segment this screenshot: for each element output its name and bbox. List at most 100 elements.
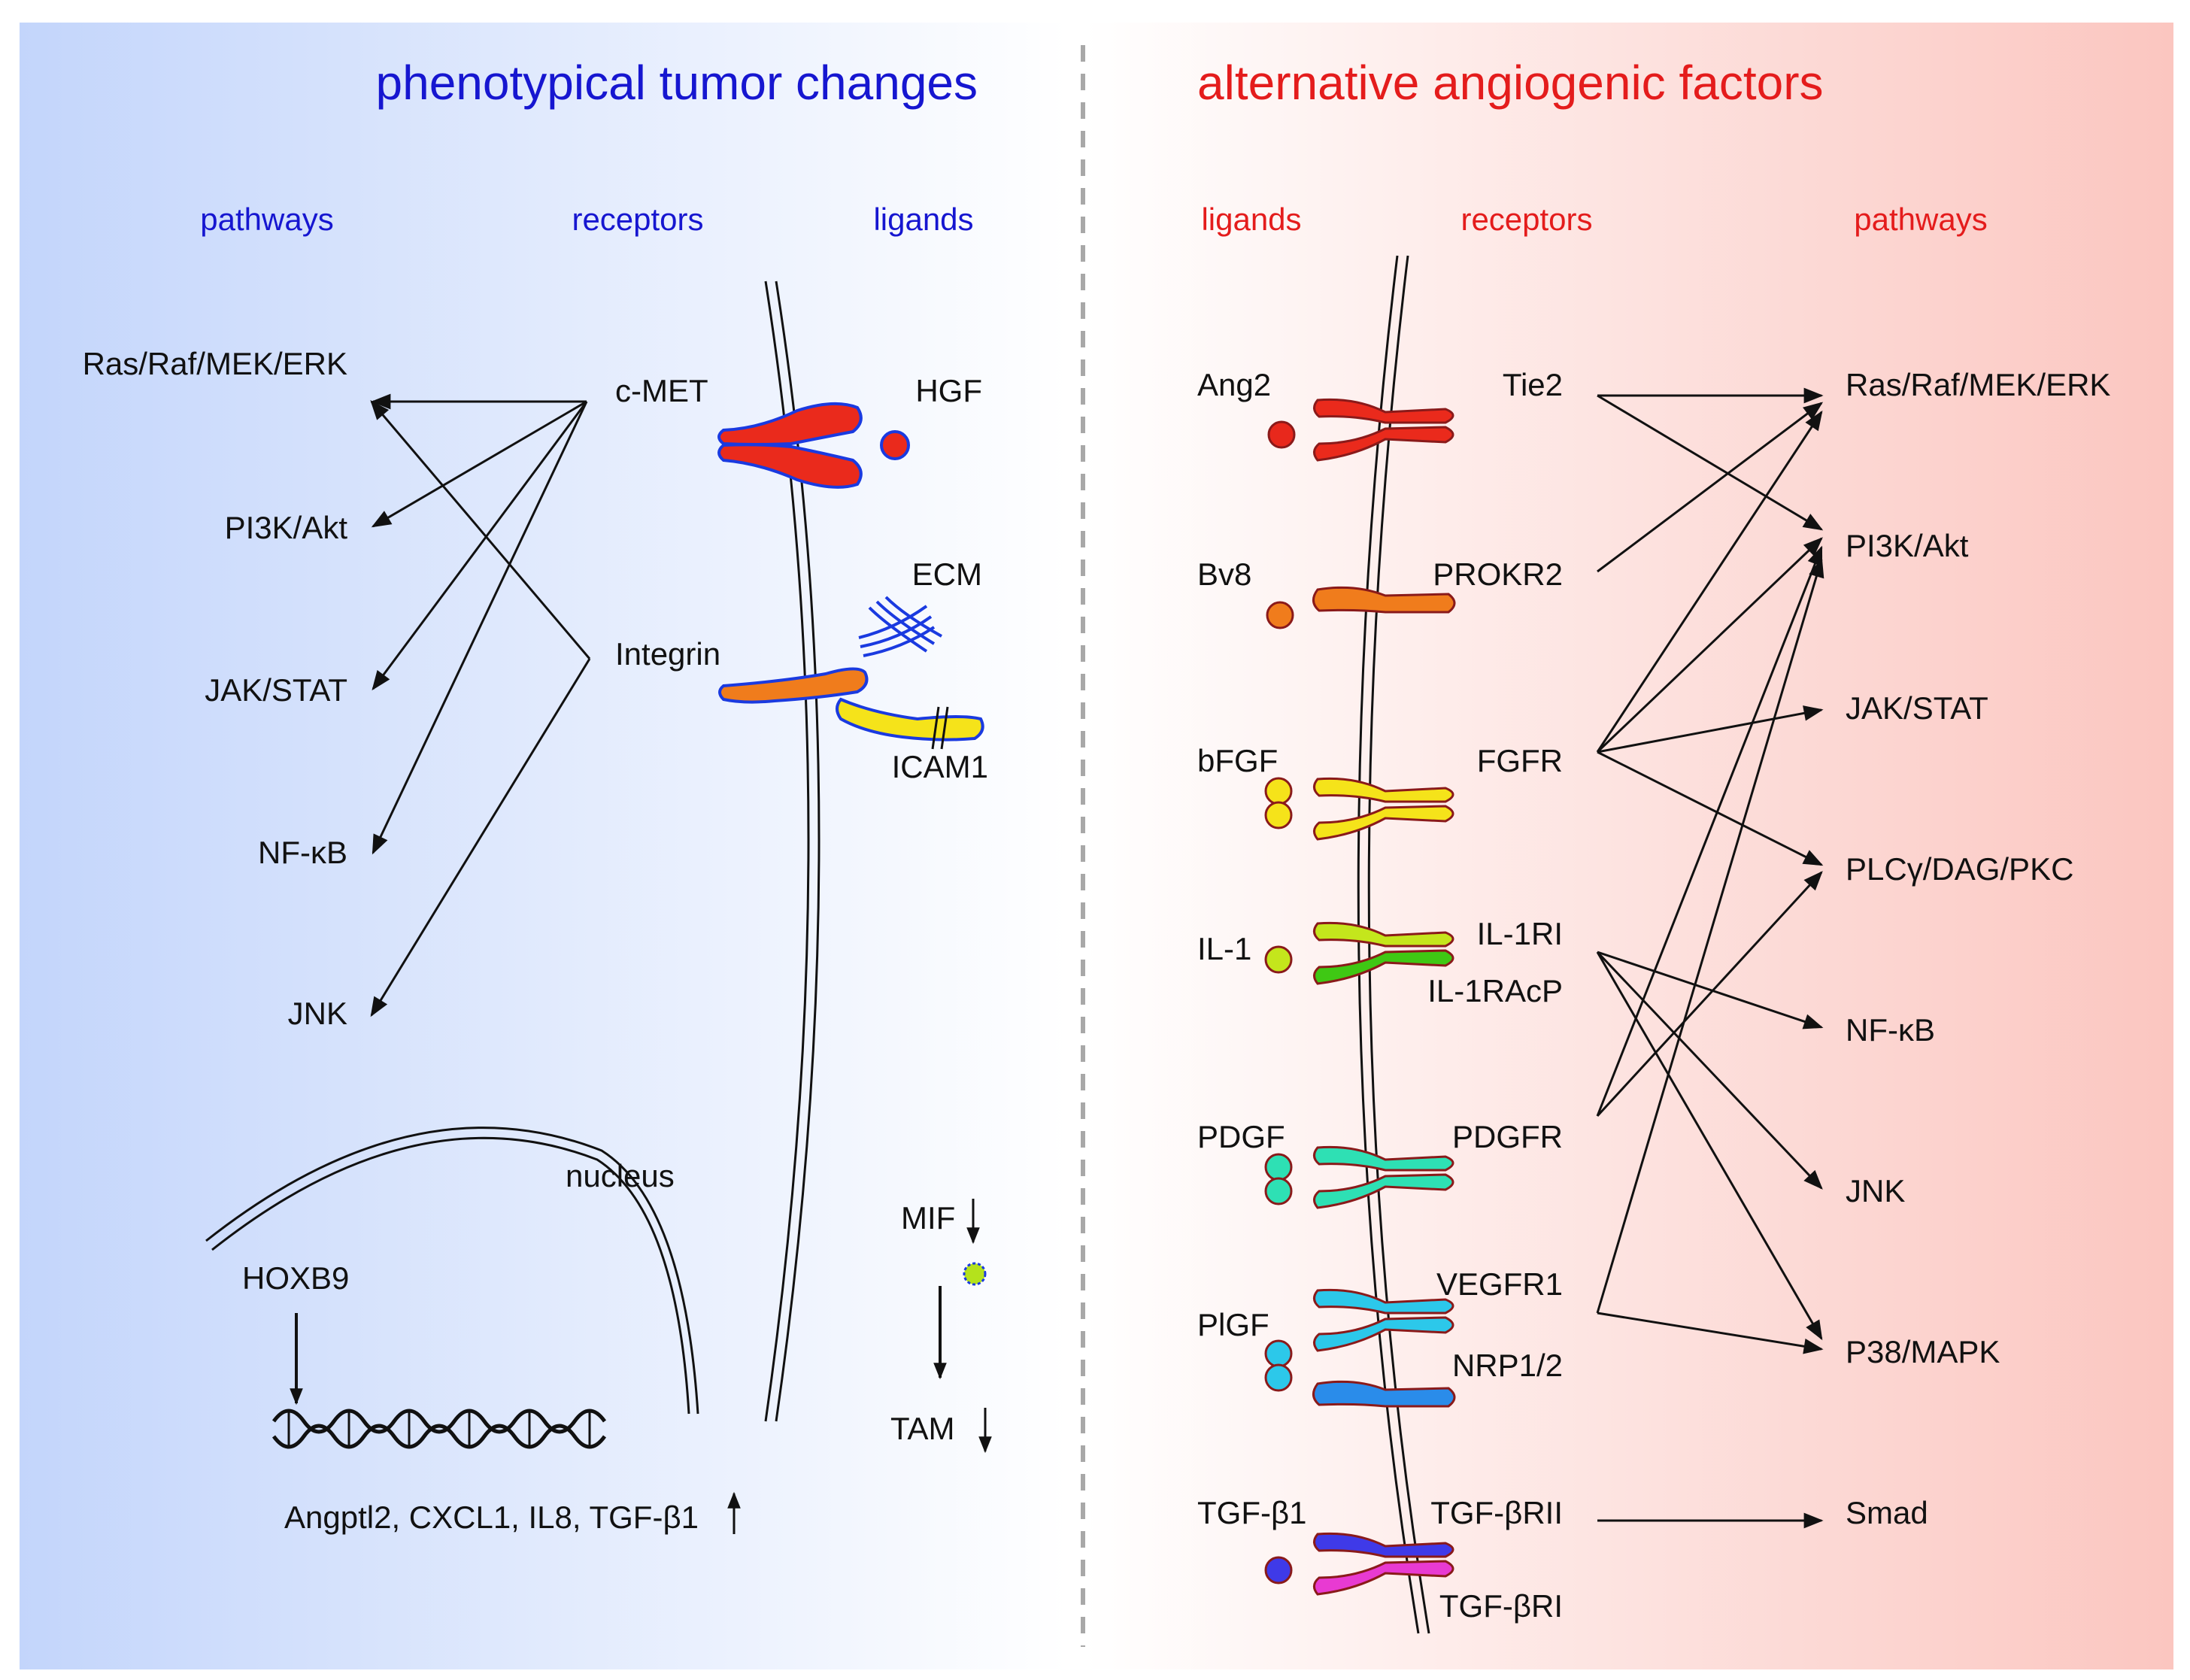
arrow-fgfr-jakstat xyxy=(1597,705,1824,754)
right-header-ligands: ligands xyxy=(1201,202,1301,237)
right-ligand-bv8: Bv8 xyxy=(1197,556,1251,592)
right-panel-bg xyxy=(1084,23,2173,1669)
right-receptor-tgfbri: TGF-βRI xyxy=(1439,1588,1563,1624)
arrow-cmet-pi3k xyxy=(371,400,587,528)
regulation-arrows xyxy=(290,1199,992,1534)
integrin-receptor-icon xyxy=(718,667,869,704)
right-ligand-tgfb1: TGF-β1 xyxy=(1197,1495,1306,1530)
mif-ligand-icon xyxy=(963,1262,987,1286)
left-panel-bg xyxy=(20,23,1068,1669)
arrow-pdgfr-plcg xyxy=(1596,871,1823,1117)
left-header-pathways: pathways xyxy=(200,202,333,237)
nucleus-label: nucleus xyxy=(566,1158,675,1193)
right-receptor-prokr2: PROKR2 xyxy=(1433,556,1563,592)
ecm-fibers-icon xyxy=(858,596,942,657)
left-pathway-ras: Ras/Raf/MEK/ERK xyxy=(83,346,347,381)
left-receptor-integrin: Integrin xyxy=(615,636,720,672)
il1-ligand-icon xyxy=(1264,945,1293,974)
hoxb9-label: HOXB9 xyxy=(242,1260,349,1296)
left-receptor-cmet: c-MET xyxy=(615,373,708,408)
right-ligand-plgf: PlGF xyxy=(1197,1307,1269,1342)
right-receptor-il1ri: IL-1RI xyxy=(1477,916,1563,951)
right-ligand-pdgf: PDGF xyxy=(1197,1119,1285,1154)
right-header-pathways: pathways xyxy=(1854,202,1987,237)
left-pathway-jakstat: JAK/STAT xyxy=(205,672,347,708)
nrp-receptor-icon xyxy=(1312,1380,1456,1408)
right-receptor-tgfbrii: TGF-βRII xyxy=(1430,1495,1563,1530)
right-panel: alternative angiogenic factors ligands r… xyxy=(1197,56,2110,1624)
left-header-ligands: ligands xyxy=(873,202,973,237)
right-receptor-nrp: NRP1/2 xyxy=(1452,1348,1563,1383)
right-ligand-bfgf: bFGF xyxy=(1197,743,1278,778)
left-signaling-arrows xyxy=(370,393,591,1017)
arrow-prokr2-ras xyxy=(1597,402,1824,573)
right-header-receptors: receptors xyxy=(1461,202,1592,237)
plgf-ligand-icon-1 xyxy=(1264,1339,1293,1368)
right-pathway-jnk: JNK xyxy=(1846,1173,1905,1208)
right-receptor-fgfr: FGFR xyxy=(1477,743,1563,778)
right-signaling-arrows xyxy=(1596,387,1824,1529)
right-pathway-jakstat: JAK/STAT xyxy=(1846,690,1988,726)
arrow-fgfr-pi3k xyxy=(1596,537,1823,754)
nucleus-envelope xyxy=(205,1127,699,1415)
left-pathway-pi3k: PI3K/Akt xyxy=(225,510,348,545)
fgfr-receptor-icon xyxy=(1313,777,1454,841)
arrow-integrin-jnk xyxy=(370,658,591,1017)
mif-label: MIF xyxy=(901,1200,955,1236)
arrow-fgfr-plcg xyxy=(1597,751,1824,866)
prokr2-receptor-icon xyxy=(1312,586,1456,614)
tie2-receptor-icon xyxy=(1313,398,1454,462)
right-ligand-il1: IL-1 xyxy=(1197,931,1251,966)
right-receptors xyxy=(1264,398,1456,1596)
arrow-vegfr1-p38 xyxy=(1597,1312,1824,1354)
right-pathway-ras: Ras/Raf/MEK/ERK xyxy=(1846,367,2110,402)
arrow-integrin-ras xyxy=(370,400,591,660)
plgf-ligand-icon-2 xyxy=(1264,1363,1293,1392)
right-title: alternative angiogenic factors xyxy=(1197,56,1824,110)
right-ligand-ang2: Ang2 xyxy=(1197,367,1271,402)
ang2-ligand-icon xyxy=(1267,420,1296,449)
pdgfr-receptor-icon xyxy=(1313,1145,1454,1209)
vegfr1-receptor-icon xyxy=(1313,1288,1454,1352)
right-receptor-vegfr1: VEGFR1 xyxy=(1436,1266,1563,1302)
arrow-cmet-nfkb xyxy=(372,401,588,855)
bv8-ligand-icon xyxy=(1266,601,1294,629)
arrow-il1-jnk xyxy=(1596,951,1823,1190)
left-header-receptors: receptors xyxy=(572,202,703,237)
bfgf-ligand-icon-1 xyxy=(1264,777,1293,805)
left-ligand-icam1: ICAM1 xyxy=(892,749,988,784)
right-pathway-plcg: PLCγ/DAG/PKC xyxy=(1846,851,2073,887)
arrow-pdgfr-pi3k xyxy=(1596,545,1823,1117)
arrow-tie2-pi3k xyxy=(1597,394,1824,531)
left-panel: phenotypical tumor changes pathways rece… xyxy=(83,56,988,1535)
right-receptor-pdgfr: PDGFR xyxy=(1452,1119,1563,1154)
tgfbr-receptor-icon xyxy=(1313,1532,1454,1596)
bfgf-ligand-icon-2 xyxy=(1264,801,1293,829)
right-pathway-smad: Smad xyxy=(1846,1495,1928,1530)
hgf-ligand-icon xyxy=(880,430,910,460)
arrow-fgfr-ras xyxy=(1596,410,1823,753)
right-pathway-p38: P38/MAPK xyxy=(1846,1334,2000,1369)
arrow-il1-nfkb xyxy=(1597,951,1824,1030)
tam-label: TAM xyxy=(890,1411,955,1446)
left-pathway-jnk: JNK xyxy=(288,996,347,1031)
left-pathway-nfkb: NF-κB xyxy=(258,835,347,870)
pdgf-ligand-icon-2 xyxy=(1264,1177,1293,1205)
genes-label: Angptl2, CXCL1, IL8, TGF-β1 xyxy=(284,1500,699,1535)
left-ligand-ecm: ECM xyxy=(912,556,982,592)
tgfb1-ligand-icon xyxy=(1264,1556,1293,1584)
icam1-ligand-icon xyxy=(836,697,984,741)
cmet-receptor-icon xyxy=(717,402,863,489)
icam1-break-marks xyxy=(931,706,949,750)
right-receptor-il1racp: IL-1RAcP xyxy=(1427,973,1563,1008)
left-title: phenotypical tumor changes xyxy=(376,56,978,110)
arrow-vegfr1-pi3k xyxy=(1596,557,1824,1314)
arrow-il1-p38 xyxy=(1596,951,1823,1341)
arrow-cmet-jakstat xyxy=(372,401,588,691)
right-receptor-tie2: Tie2 xyxy=(1503,367,1563,402)
right-pathway-nfkb: NF-κB xyxy=(1846,1012,1935,1048)
left-ligand-hgf: HGF xyxy=(915,373,982,408)
right-pathway-pi3k: PI3K/Akt xyxy=(1846,528,1969,563)
